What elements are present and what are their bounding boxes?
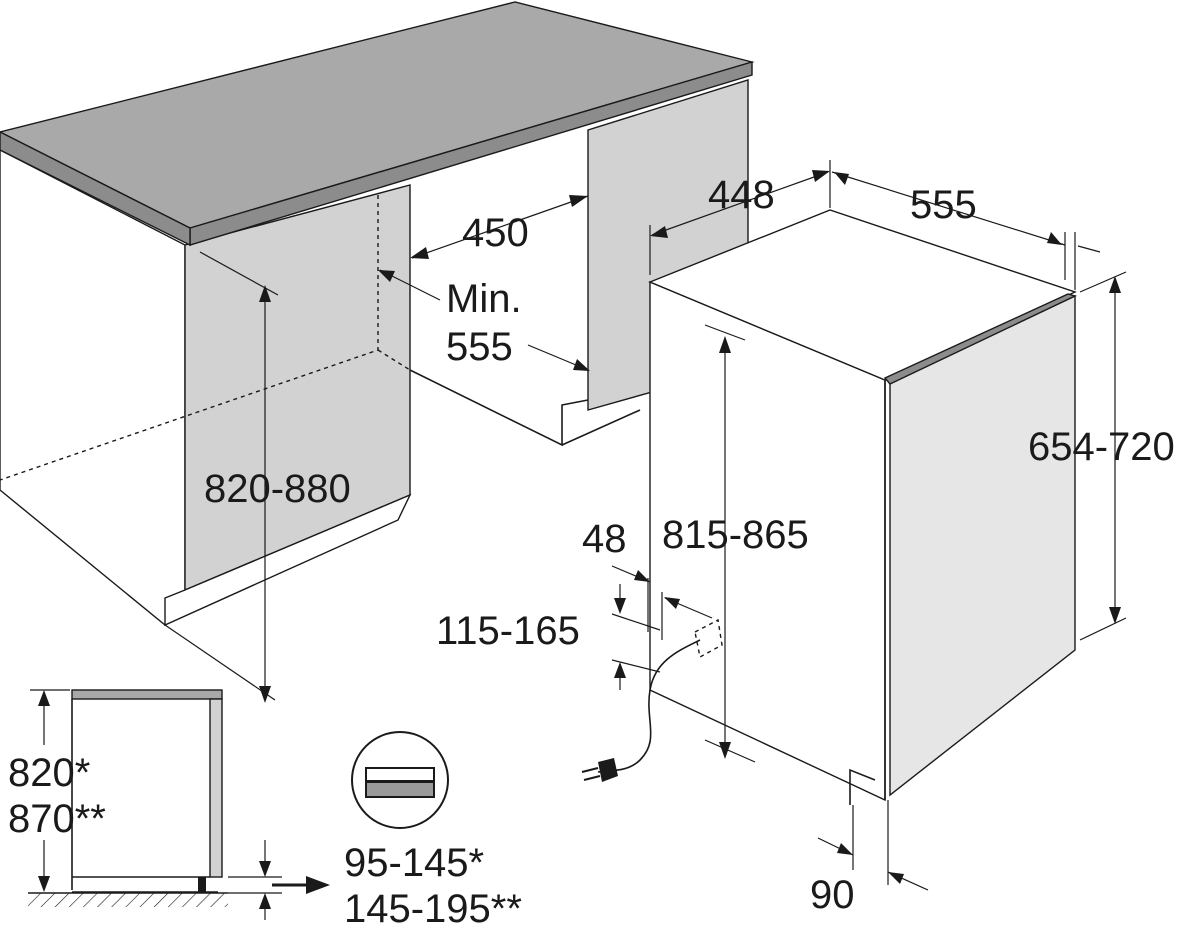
door-height-label: 654-720 [1028, 425, 1175, 469]
floor-extension-line [164, 624, 276, 701]
power-plug-icon [581, 758, 618, 782]
dishwasher-appliance [581, 209, 1077, 805]
niche-depth-min-label: Min. [446, 277, 522, 321]
door-gap-label: 90 [810, 873, 855, 917]
niche-depth-value-label: 555 [446, 325, 513, 369]
appliance-width-line [651, 171, 829, 236]
width-dimension-line [411, 195, 589, 259]
appliance-dimensions: 448 555 654-720 815-865 48 [436, 160, 1175, 917]
niche-height-label: 820-880 [204, 467, 351, 511]
worktop-height-b-label: 870** [8, 797, 106, 841]
floor-hatch-icon [28, 893, 228, 907]
appliance-depth-label: 555 [910, 183, 977, 227]
worktop-height-a-label: 820* [8, 751, 90, 795]
appliance-height-ext-top [704, 324, 746, 341]
niche-floor-edge [409, 369, 589, 447]
side-view-detail: 820* 870** 95-145* 145-195** [8, 689, 522, 931]
appliance-depth-tail [1077, 245, 1101, 253]
outlet-offset-label: 48 [582, 517, 627, 561]
side-door [209, 698, 223, 878]
niche-dimensions: 820-880 450 Min. 555 [199, 195, 590, 703]
appliance-width-label: 448 [708, 173, 775, 217]
appliance-top [648, 209, 1077, 381]
niche-floor-edge-b [561, 409, 641, 446]
worktop-side-edge [0, 131, 191, 247]
appliance-depth-line [831, 171, 1066, 246]
niche-width-label: 450 [462, 211, 529, 255]
appliance-door-edge [883, 293, 1077, 385]
power-cable [597, 639, 701, 773]
plinth-icon [351, 731, 449, 829]
kitchen-cabinet [0, 1, 755, 701]
door-height-ext-bottom [1079, 617, 1127, 641]
hidden-edge-b [377, 349, 411, 371]
appliance-height-label: 815-865 [662, 513, 809, 557]
side-foot [198, 877, 206, 892]
plinth-height-a-label: 95-145* [344, 841, 484, 885]
side-worktop [71, 689, 223, 700]
outlet-height-label: 115-165 [436, 609, 580, 653]
door-height-ext-top [1079, 271, 1127, 293]
appliance-plinth-notch [849, 768, 876, 805]
plinth-height-b-label: 145-195** [344, 887, 522, 931]
appliance-height-ext-bottom [704, 739, 756, 763]
socket-icon [694, 618, 723, 659]
outlet-height-ext-top [611, 613, 661, 631]
cabinet-plinth [164, 493, 412, 627]
